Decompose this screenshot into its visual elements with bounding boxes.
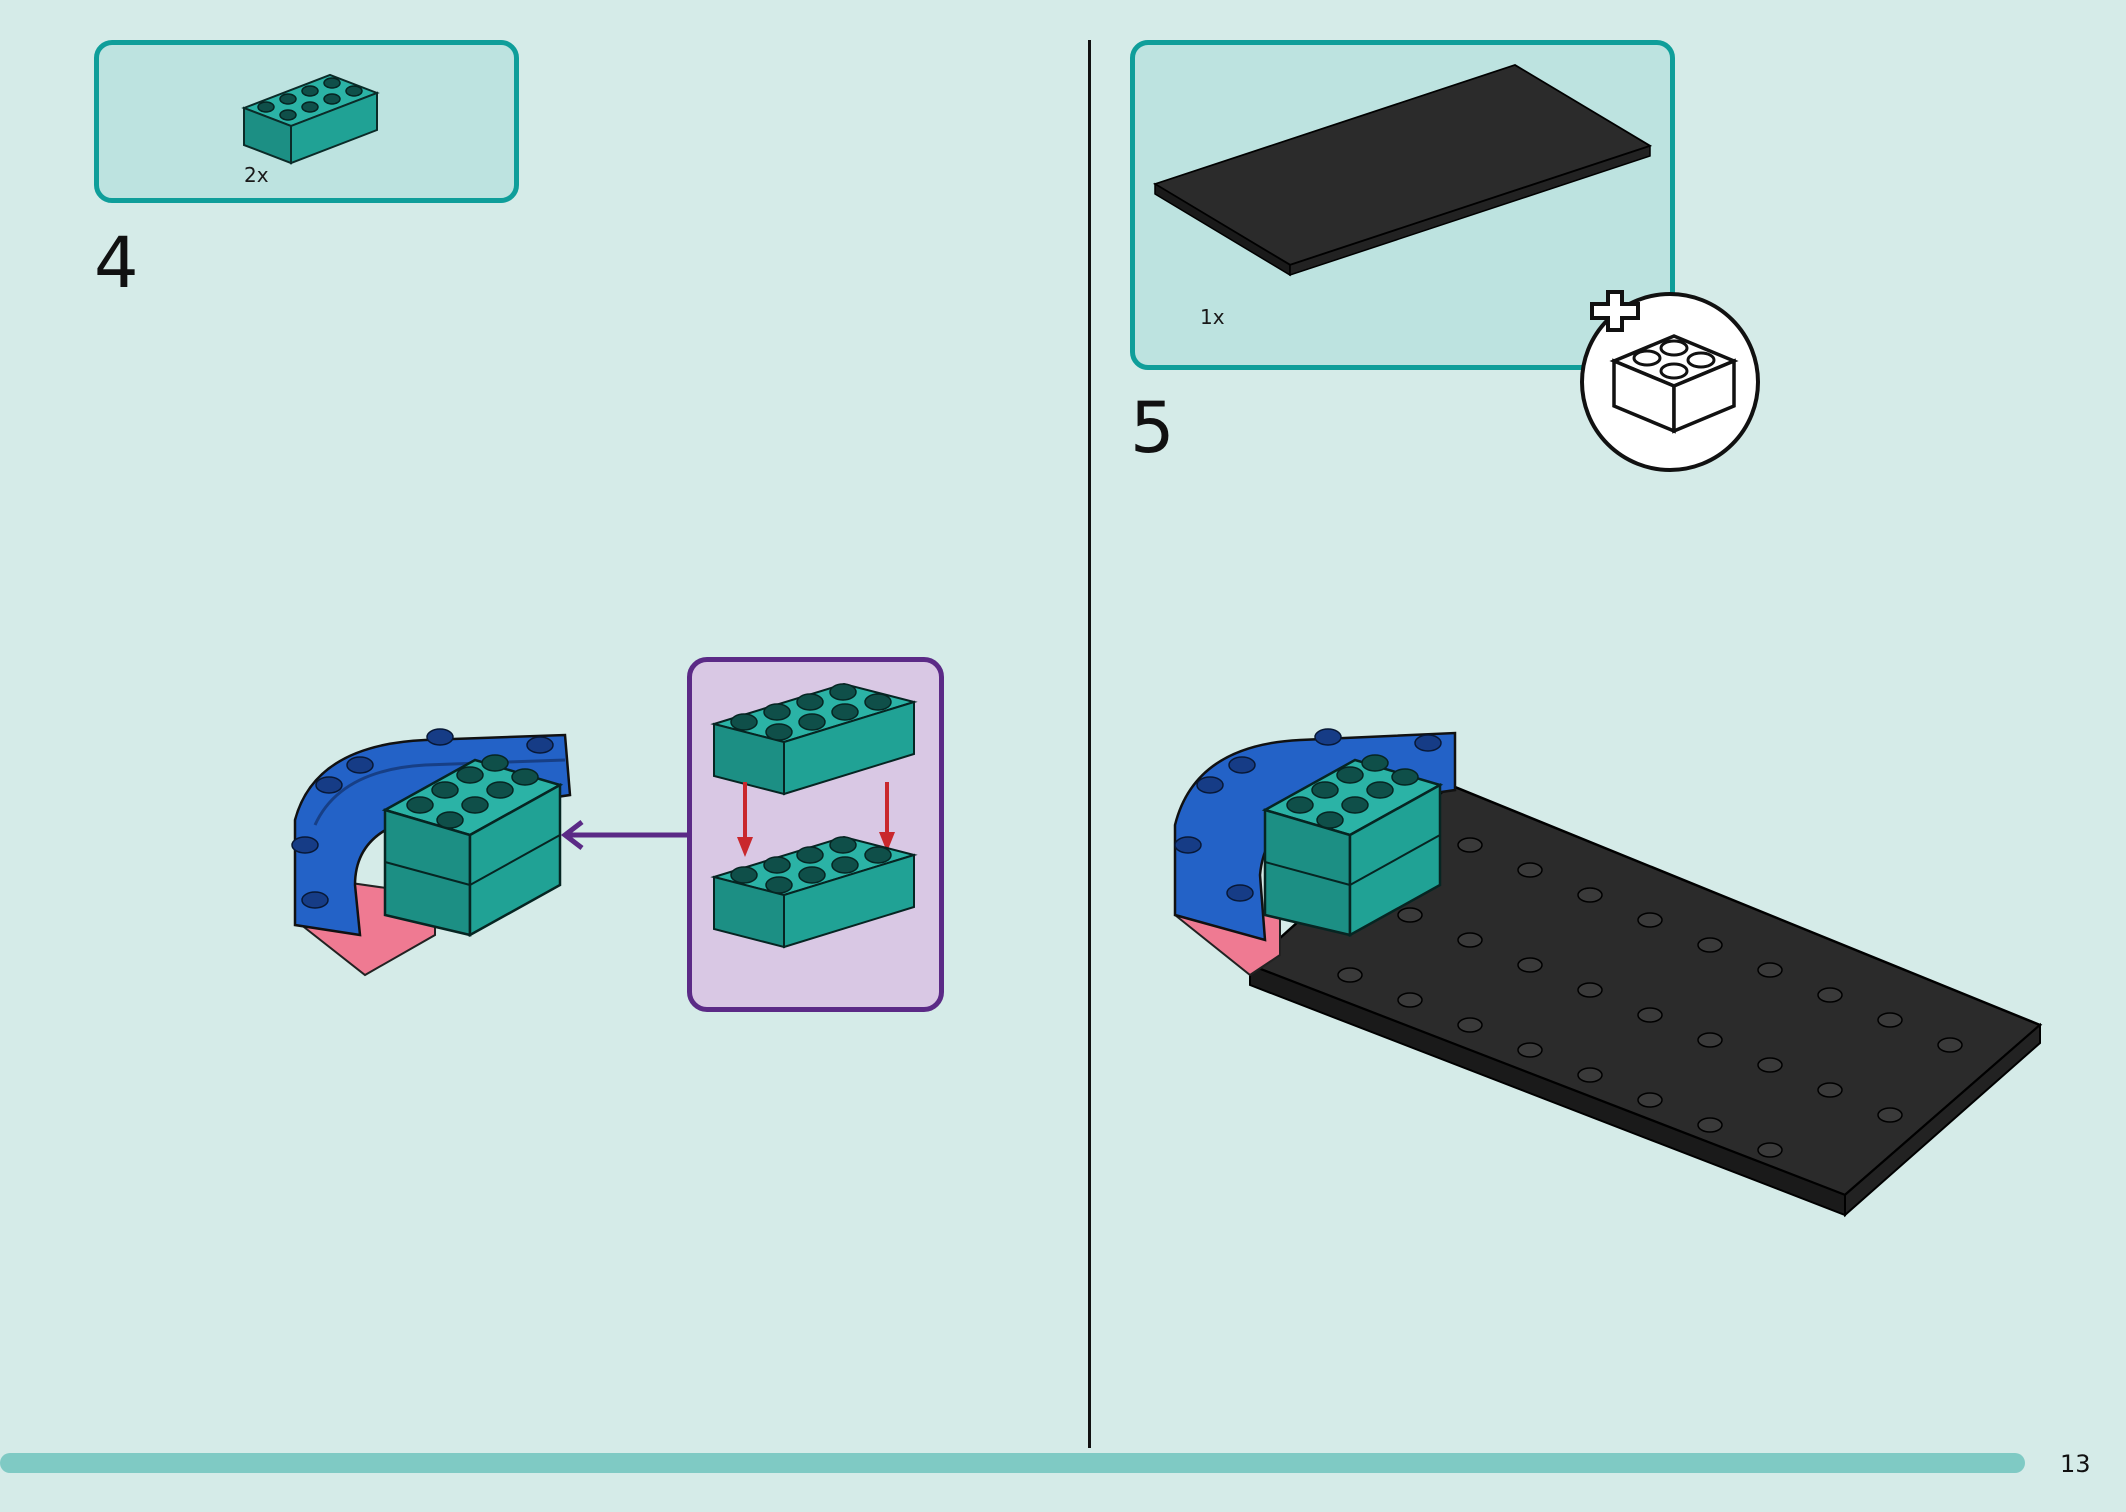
red-down-arrows-icon xyxy=(737,782,895,857)
step-5-part-qty: 1x xyxy=(1200,305,1225,329)
step-4-part-qty: 2x xyxy=(244,163,269,187)
new-part-added-icon xyxy=(1580,290,1760,472)
page-footer-bar xyxy=(0,1453,2025,1473)
page-divider xyxy=(1088,40,1091,1448)
step-4-parts-box: 2x xyxy=(94,40,519,203)
step-4-assembly-illustration xyxy=(291,728,572,977)
plus-brick-icon xyxy=(1590,290,1739,434)
teal-2x4-brick-icon xyxy=(241,73,380,165)
step-5-parts-box: 1x xyxy=(1130,40,1675,370)
dark-gray-plate-icon xyxy=(1152,64,1653,277)
bottom-teal-brick-icon xyxy=(710,835,918,949)
step-4-number: 4 xyxy=(94,222,139,304)
step-5-assembly-illustration xyxy=(1173,728,2043,1218)
step-4-sub-assembly-callout xyxy=(687,657,944,1012)
top-teal-brick-icon xyxy=(710,682,918,796)
insert-direction-arrow xyxy=(560,820,695,850)
page-number: 13 xyxy=(2060,1450,2091,1478)
step-5-number: 5 xyxy=(1130,387,1175,469)
